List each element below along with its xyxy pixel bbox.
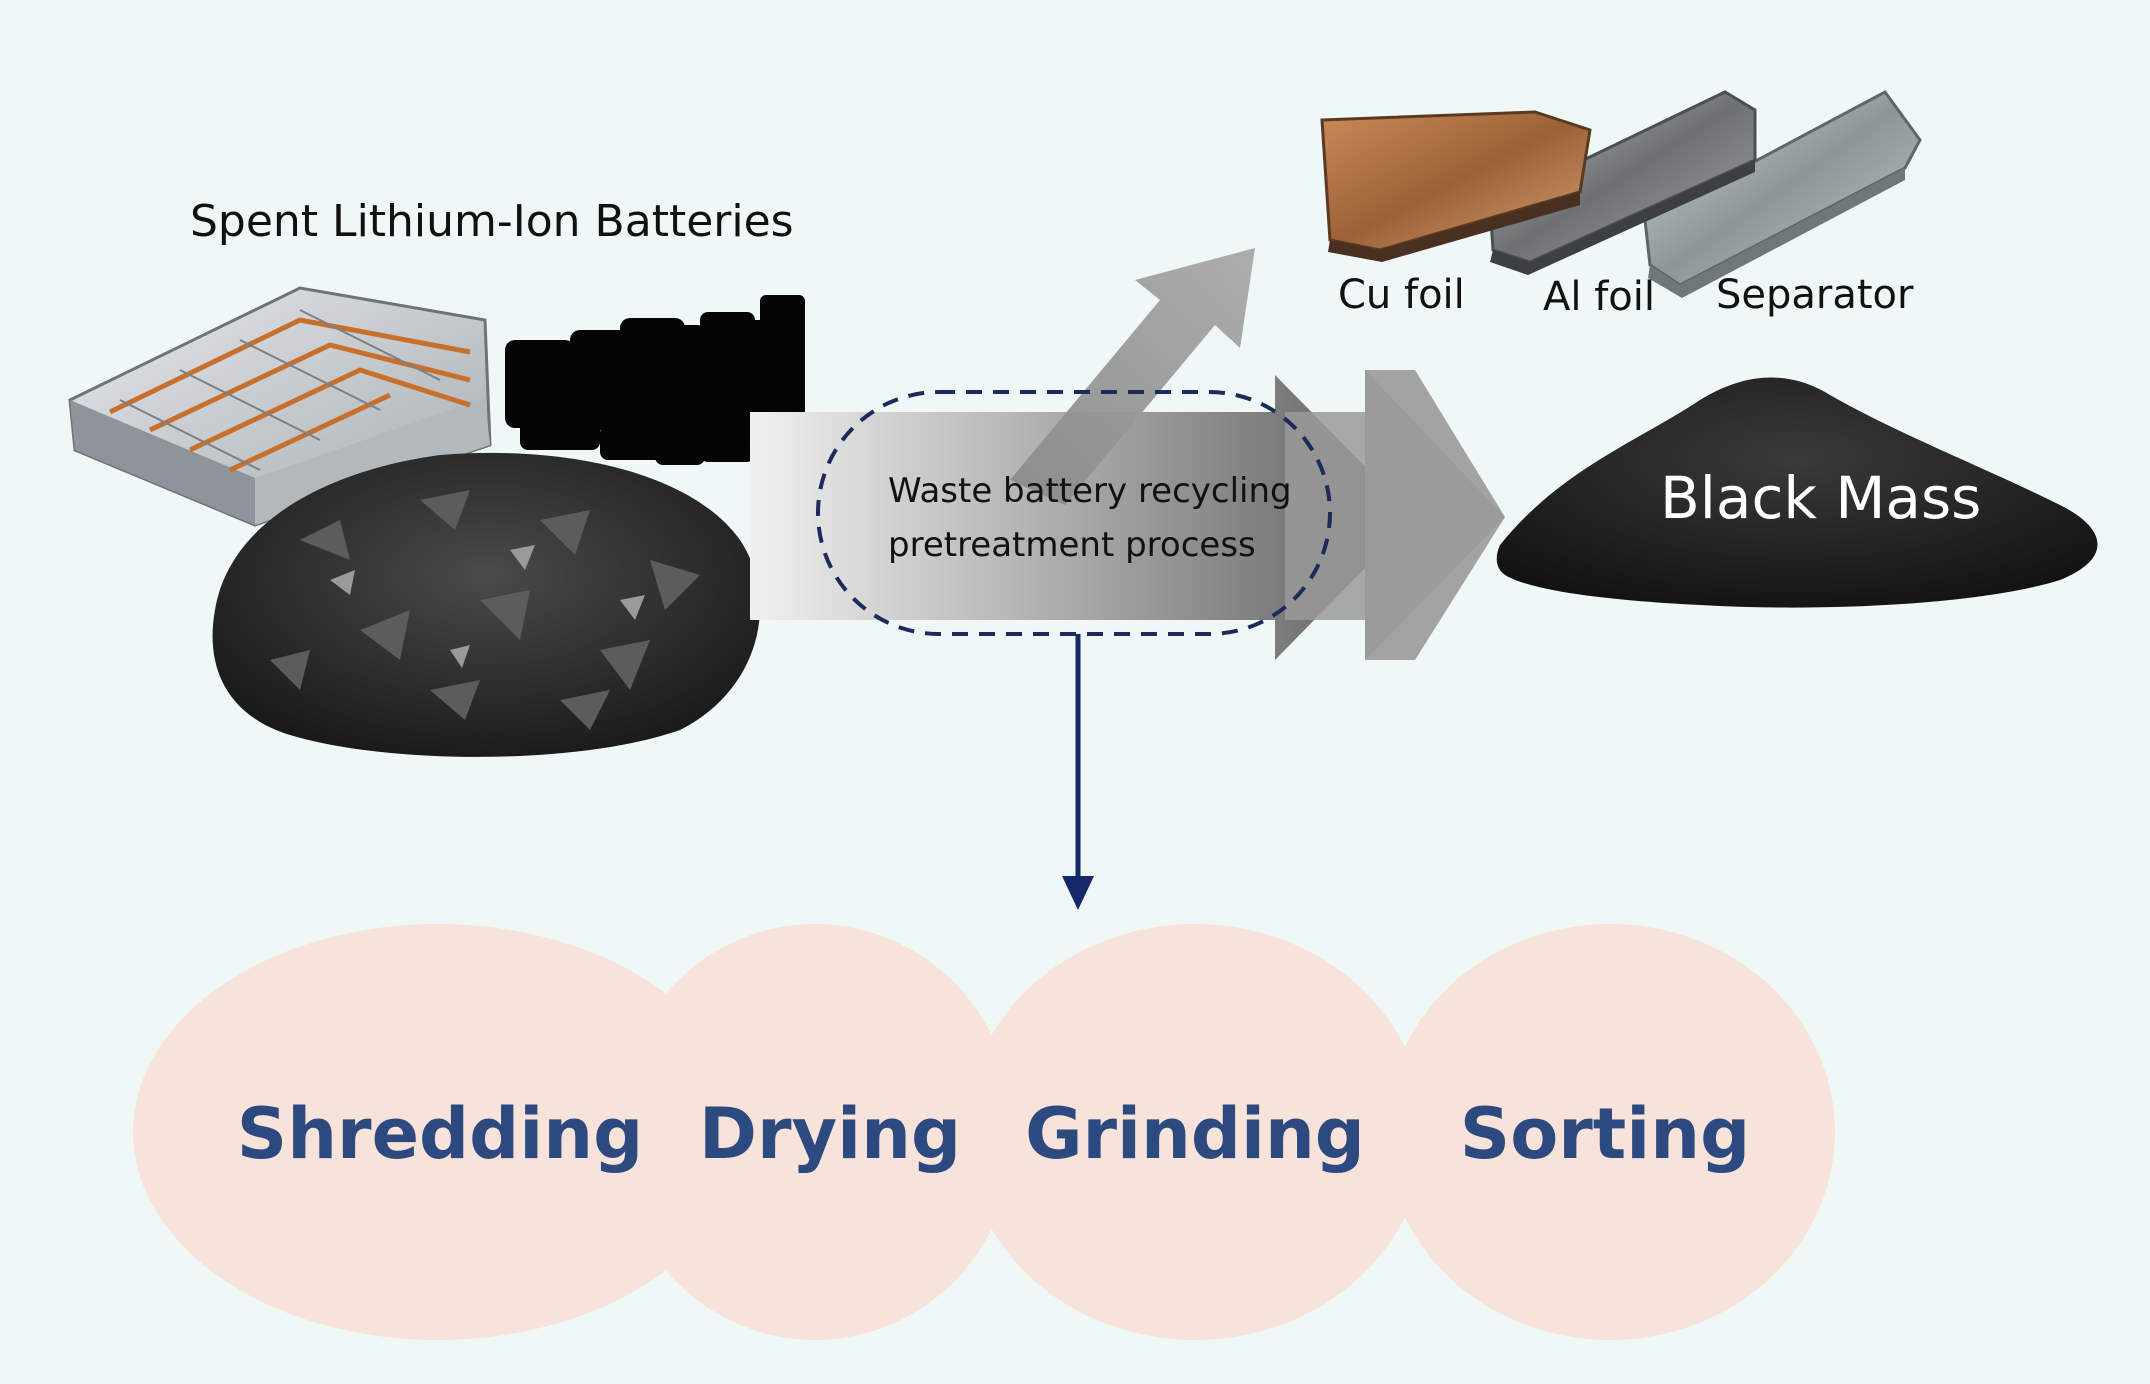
stage-label-drying: Drying bbox=[699, 1093, 961, 1175]
process-outline bbox=[816, 390, 1332, 636]
stage-label-grinding: Grinding bbox=[1025, 1093, 1365, 1175]
cu-foil-label: Cu foil bbox=[1338, 272, 1465, 318]
black-mass-arrow bbox=[1285, 370, 1505, 660]
separator-image bbox=[1643, 90, 1922, 298]
process-label-line2: pretreatment process bbox=[888, 525, 1256, 565]
diagram-title: Spent Lithium-Ion Batteries bbox=[190, 196, 794, 247]
al-foil-label: Al foil bbox=[1543, 274, 1655, 320]
stage-circle-sorting bbox=[1385, 924, 1835, 1340]
cu-foil-image bbox=[1320, 110, 1592, 262]
down-arrow bbox=[1062, 634, 1094, 910]
stage-label-shredding: Shredding bbox=[237, 1093, 643, 1175]
black-mass-label: Black Mass bbox=[1660, 464, 1981, 532]
black-mass-image bbox=[1496, 377, 2098, 608]
shredded-battery-image bbox=[212, 452, 760, 757]
stage-circles bbox=[133, 924, 1835, 1340]
foil-output-arrow bbox=[1010, 248, 1255, 505]
al-foil-image bbox=[1488, 90, 1757, 275]
separator-label: Separator bbox=[1716, 272, 1914, 318]
stage-circle-drying bbox=[615, 924, 1015, 1340]
main-process-arrow bbox=[750, 375, 1415, 660]
process-label-line1: Waste battery recycling bbox=[888, 471, 1292, 511]
stage-circle-shredding bbox=[133, 924, 743, 1340]
stage-circle-grinding bbox=[965, 924, 1425, 1340]
stage-label-sorting: Sorting bbox=[1460, 1093, 1750, 1175]
